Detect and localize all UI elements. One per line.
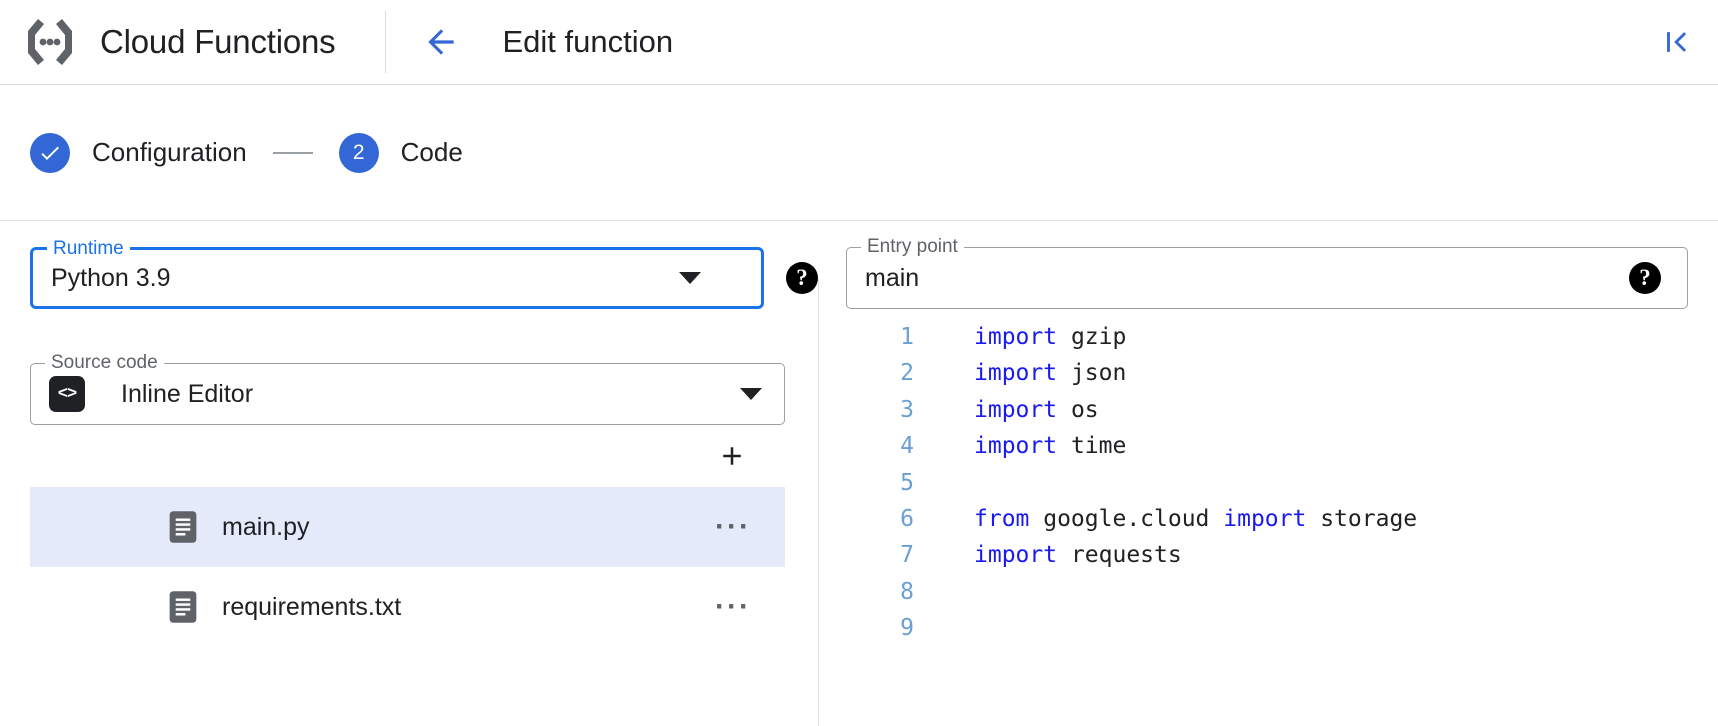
chevron-down-icon	[679, 272, 701, 284]
more-horiz-icon[interactable]: ···	[715, 510, 751, 543]
file-list-item-main-py[interactable]: main.py ···	[30, 487, 785, 567]
left-panel: Runtime Python 3.9 ? Source code <> Inli…	[0, 221, 818, 726]
file-name: requirements.txt	[222, 592, 402, 621]
plus-icon[interactable]	[717, 441, 747, 471]
line-number: 3	[900, 396, 914, 423]
description-icon	[169, 591, 197, 623]
file-list: main.py ··· requirements.txt ···	[30, 487, 785, 647]
source-code-label: Source code	[45, 353, 164, 373]
code-brackets-icon: <>	[49, 376, 85, 412]
more-horiz-icon[interactable]: ···	[715, 590, 751, 623]
source-code-select[interactable]: Source code <> Inline Editor	[30, 353, 785, 425]
code-text-token: time	[1057, 433, 1127, 460]
code-line-text[interactable]: import gzip	[914, 319, 1126, 355]
line-number: 4	[900, 433, 914, 460]
entry-point-help-slot: ?	[1629, 262, 1661, 294]
check-icon	[41, 146, 59, 160]
runtime-dropdown-arrow[interactable]	[679, 250, 701, 306]
line-number: 9	[900, 615, 914, 642]
code-text-token: os	[1057, 396, 1099, 423]
code-text-token: storage	[1306, 505, 1418, 532]
add-file-row	[30, 425, 785, 487]
code-keyword: import	[974, 396, 1058, 423]
step-code-label: Code	[400, 137, 463, 167]
runtime-label: Runtime	[47, 239, 130, 259]
code-line: 8	[818, 574, 1718, 610]
entry-point-wrap: Entry point main ?	[818, 237, 1718, 309]
step-configuration-label: Configuration	[92, 137, 247, 167]
file-list-item-requirements-txt[interactable]: requirements.txt ···	[30, 567, 785, 647]
code-keyword: import	[1223, 505, 1307, 532]
code-keyword: import	[974, 324, 1058, 350]
code-keyword: import	[974, 433, 1058, 460]
step-code[interactable]: 2 Code	[338, 132, 463, 173]
panel-divider	[818, 279, 819, 726]
code-line-text[interactable]: import requests	[914, 537, 1182, 573]
brand-title: Cloud Functions	[100, 23, 336, 60]
runtime-value: Python 3.9	[51, 263, 171, 292]
code-text-token: gzip	[1057, 324, 1127, 350]
line-number: 2	[900, 360, 914, 387]
step-configuration-badge	[30, 132, 70, 173]
chevron-down-icon	[740, 388, 762, 400]
line-number: 8	[900, 578, 914, 605]
code-line-text[interactable]: import json	[914, 355, 1126, 391]
source-code-value: Inline Editor	[121, 379, 254, 408]
entry-point-input[interactable]: Entry point main ?	[846, 237, 1688, 309]
code-line-text[interactable]: import os	[914, 392, 1099, 428]
source-code-dropdown-arrow[interactable]	[740, 364, 762, 424]
page-title: Edit function	[502, 24, 674, 59]
cloud-functions-logo	[28, 19, 72, 65]
entry-point-value[interactable]: main	[865, 263, 920, 292]
code-text-token: requests	[1057, 542, 1182, 569]
body-area: Runtime Python 3.9 ? Source code <> Inli…	[0, 221, 1718, 726]
code-line: 5	[818, 465, 1718, 501]
entry-point-help-icon[interactable]: ?	[1629, 262, 1661, 294]
runtime-help-icon[interactable]: ?	[786, 262, 818, 294]
code-line: 9	[818, 610, 1718, 646]
app-header: Cloud Functions Edit function	[0, 0, 1718, 85]
file-name: main.py	[222, 512, 310, 541]
code-text-token: json	[1057, 360, 1127, 387]
code-keyword: import	[974, 542, 1058, 569]
code-text-token: google.cloud	[1029, 505, 1224, 532]
step-configuration[interactable]: Configuration	[30, 132, 247, 173]
header-divider	[385, 11, 387, 73]
entry-point-label: Entry point	[861, 237, 964, 257]
runtime-select[interactable]: Runtime Python 3.9	[30, 239, 764, 309]
step-code-badge: 2	[338, 132, 379, 173]
wizard-stepper: Configuration 2 Code	[0, 85, 1718, 221]
code-line-text[interactable]: import time	[914, 428, 1126, 464]
code-keyword: import	[974, 360, 1058, 387]
line-number: 5	[900, 469, 914, 496]
step-connector	[272, 151, 313, 154]
brand[interactable]: Cloud Functions	[22, 16, 336, 68]
line-number: 7	[900, 542, 914, 569]
runtime-row: Runtime Python 3.9 ?	[30, 239, 818, 309]
line-number: 1	[900, 324, 914, 350]
arrow-left-icon[interactable]	[422, 23, 460, 61]
line-number: 6	[900, 505, 914, 532]
first-page-icon[interactable]	[1660, 25, 1694, 59]
code-line-text[interactable]: from google.cloud import storage	[914, 501, 1417, 537]
description-icon	[169, 511, 197, 543]
code-keyword: from	[974, 505, 1030, 532]
